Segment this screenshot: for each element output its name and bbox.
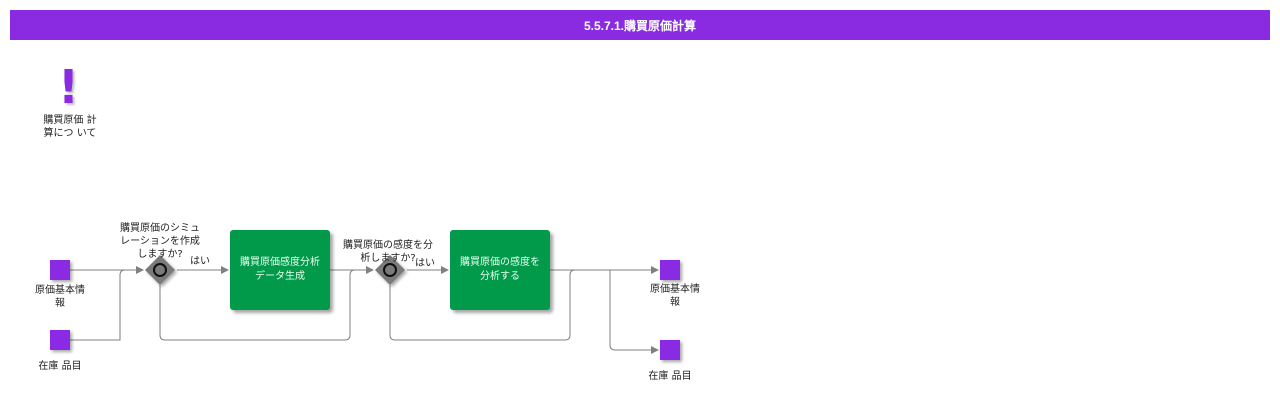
diagram-title: 5.5.7.1.購買原価計算 [10, 10, 1270, 40]
task-generate-sensitivity-data[interactable]: 購買原価感度分析 データ生成 [230, 230, 330, 310]
gateway-sensitivity [375, 255, 405, 285]
task-analyze-sensitivity[interactable]: 購買原価の感度を 分析する [450, 230, 550, 310]
output-inventory-label: 在庫 品目 [648, 371, 692, 382]
edge-g2-bypass [389, 269, 576, 341]
gateway-simulation-yes: はい [190, 256, 210, 267]
gateway-sensitivity-yes: はい [415, 258, 435, 269]
output-inventory-shape [660, 340, 680, 360]
edge-g1-bypass [159, 269, 356, 341]
edge-t2-to-inventory [609, 270, 659, 354]
edge-inventory-to-g1 [70, 269, 126, 341]
input-inventory-shape [50, 330, 70, 350]
output-cost-info-label: 原価基本情 報 [650, 284, 700, 308]
gateway-simulation [145, 255, 175, 285]
input-inventory-label: 在庫 品目 [38, 361, 82, 372]
input-cost-info-shape [50, 260, 70, 280]
output-cost-info-shape [660, 260, 680, 280]
gateway-sensitivity-question: 購買原価の感度を分 析しますか? [343, 240, 433, 264]
input-cost-info-label: 原価基本情 報 [35, 285, 85, 309]
note-label[interactable]: 購買原価 計 算につ いて [43, 115, 97, 139]
exclamation-icon: ! [58, 60, 79, 114]
gateway-simulation-question: 購買原価のシミュ レーションを作成 しますか? [120, 223, 200, 260]
